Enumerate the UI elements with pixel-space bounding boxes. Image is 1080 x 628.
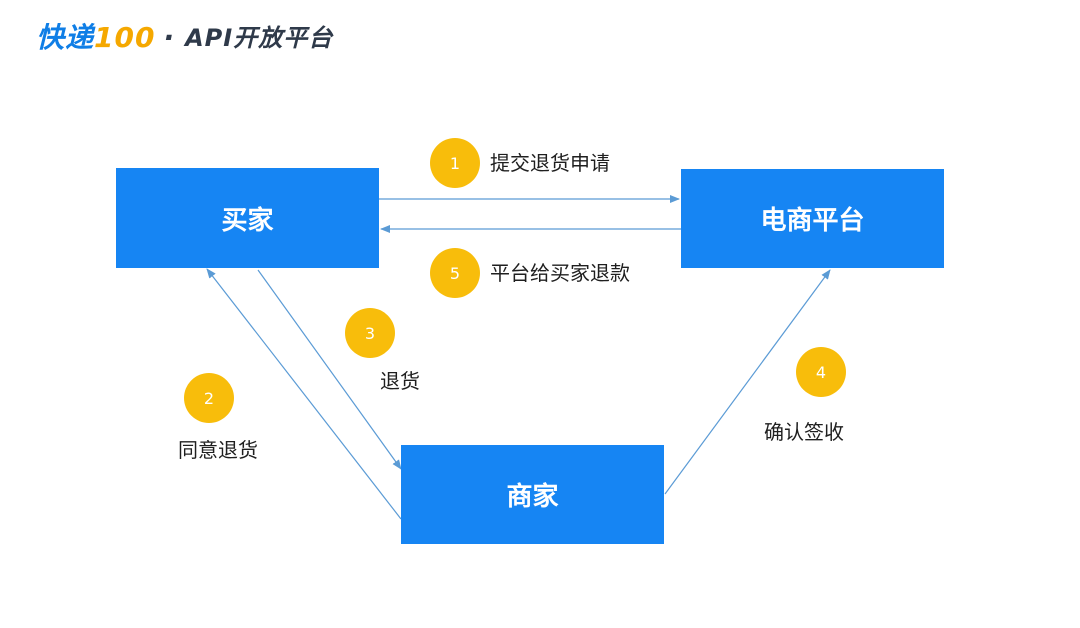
step-1-label: 提交退货申请 [490, 151, 610, 175]
step-3-label: 退货 [380, 369, 420, 393]
logo-separator: · [163, 21, 176, 54]
arrow-confirm-receipt [664, 269, 831, 495]
step-5-badge: 5 [430, 248, 480, 298]
node-buyer: 买家 [116, 168, 379, 268]
node-platform: 电商平台 [681, 169, 944, 268]
step-2-badge: 2 [184, 373, 234, 423]
logo-brand: 快递 [36, 21, 95, 54]
step-4-badge: 4 [796, 347, 846, 397]
logo-hundred: 100 [94, 21, 156, 54]
step-2-label: 同意退货 [178, 438, 258, 462]
logo-subtitle: API开放平台 [185, 24, 334, 52]
step-1-badge: 1 [430, 138, 480, 188]
step-4-label: 确认签收 [764, 420, 844, 444]
step-3-badge: 3 [345, 308, 395, 358]
step-5-label: 平台给买家退款 [490, 261, 630, 285]
arrow-agree-return [206, 268, 402, 520]
arrow-ship-return [257, 269, 402, 470]
node-merchant: 商家 [401, 445, 664, 544]
